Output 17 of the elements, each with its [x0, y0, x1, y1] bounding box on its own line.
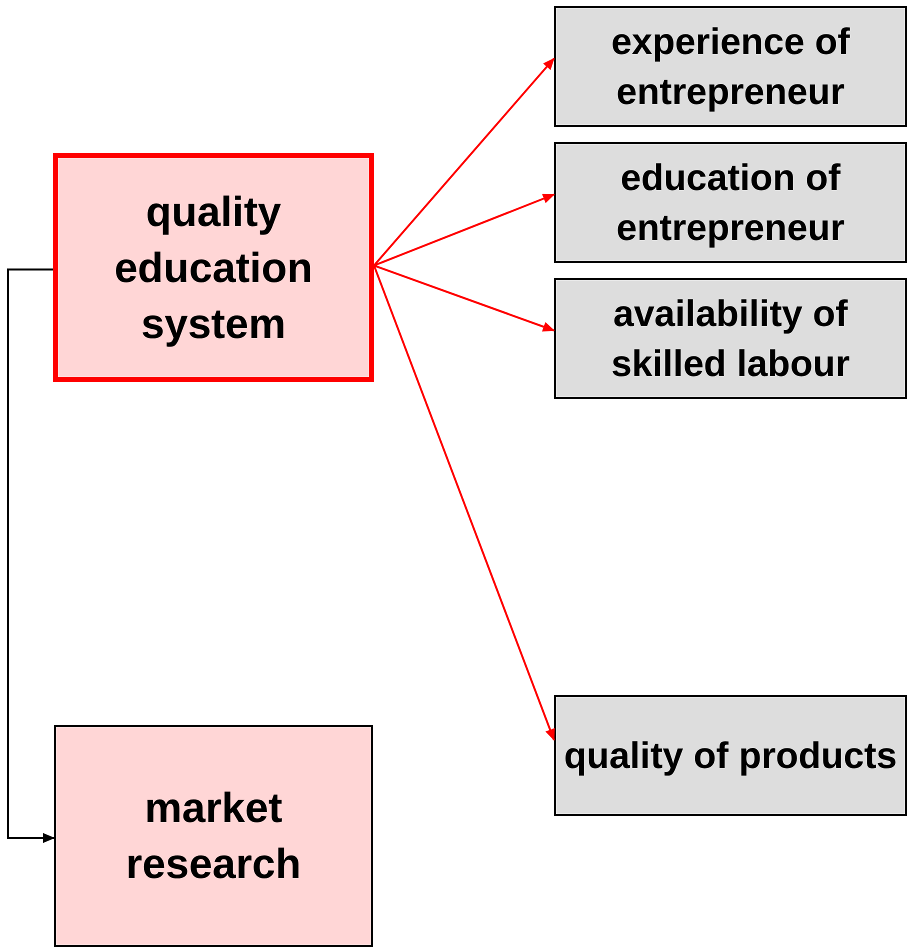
process-box: [54, 725, 373, 947]
box-label: experience of entrepreneur: [610, 20, 851, 114]
box-label: education of entrepreneur: [615, 156, 846, 250]
box-label: market research: [124, 783, 302, 889]
box-label: quality education system: [113, 186, 314, 349]
process-box: [554, 6, 907, 127]
arrow: [374, 264, 555, 332]
process-box: [554, 278, 907, 399]
arrow: [374, 194, 555, 266]
arrow: [373, 265, 555, 741]
arrow: [373, 58, 555, 266]
box-label: availability of skilled labour: [610, 292, 851, 386]
process-box: [53, 153, 374, 382]
process-box: [554, 695, 907, 816]
process-box: [554, 142, 907, 263]
arrow: [7, 268, 55, 843]
box-label: quality of products: [563, 734, 898, 778]
